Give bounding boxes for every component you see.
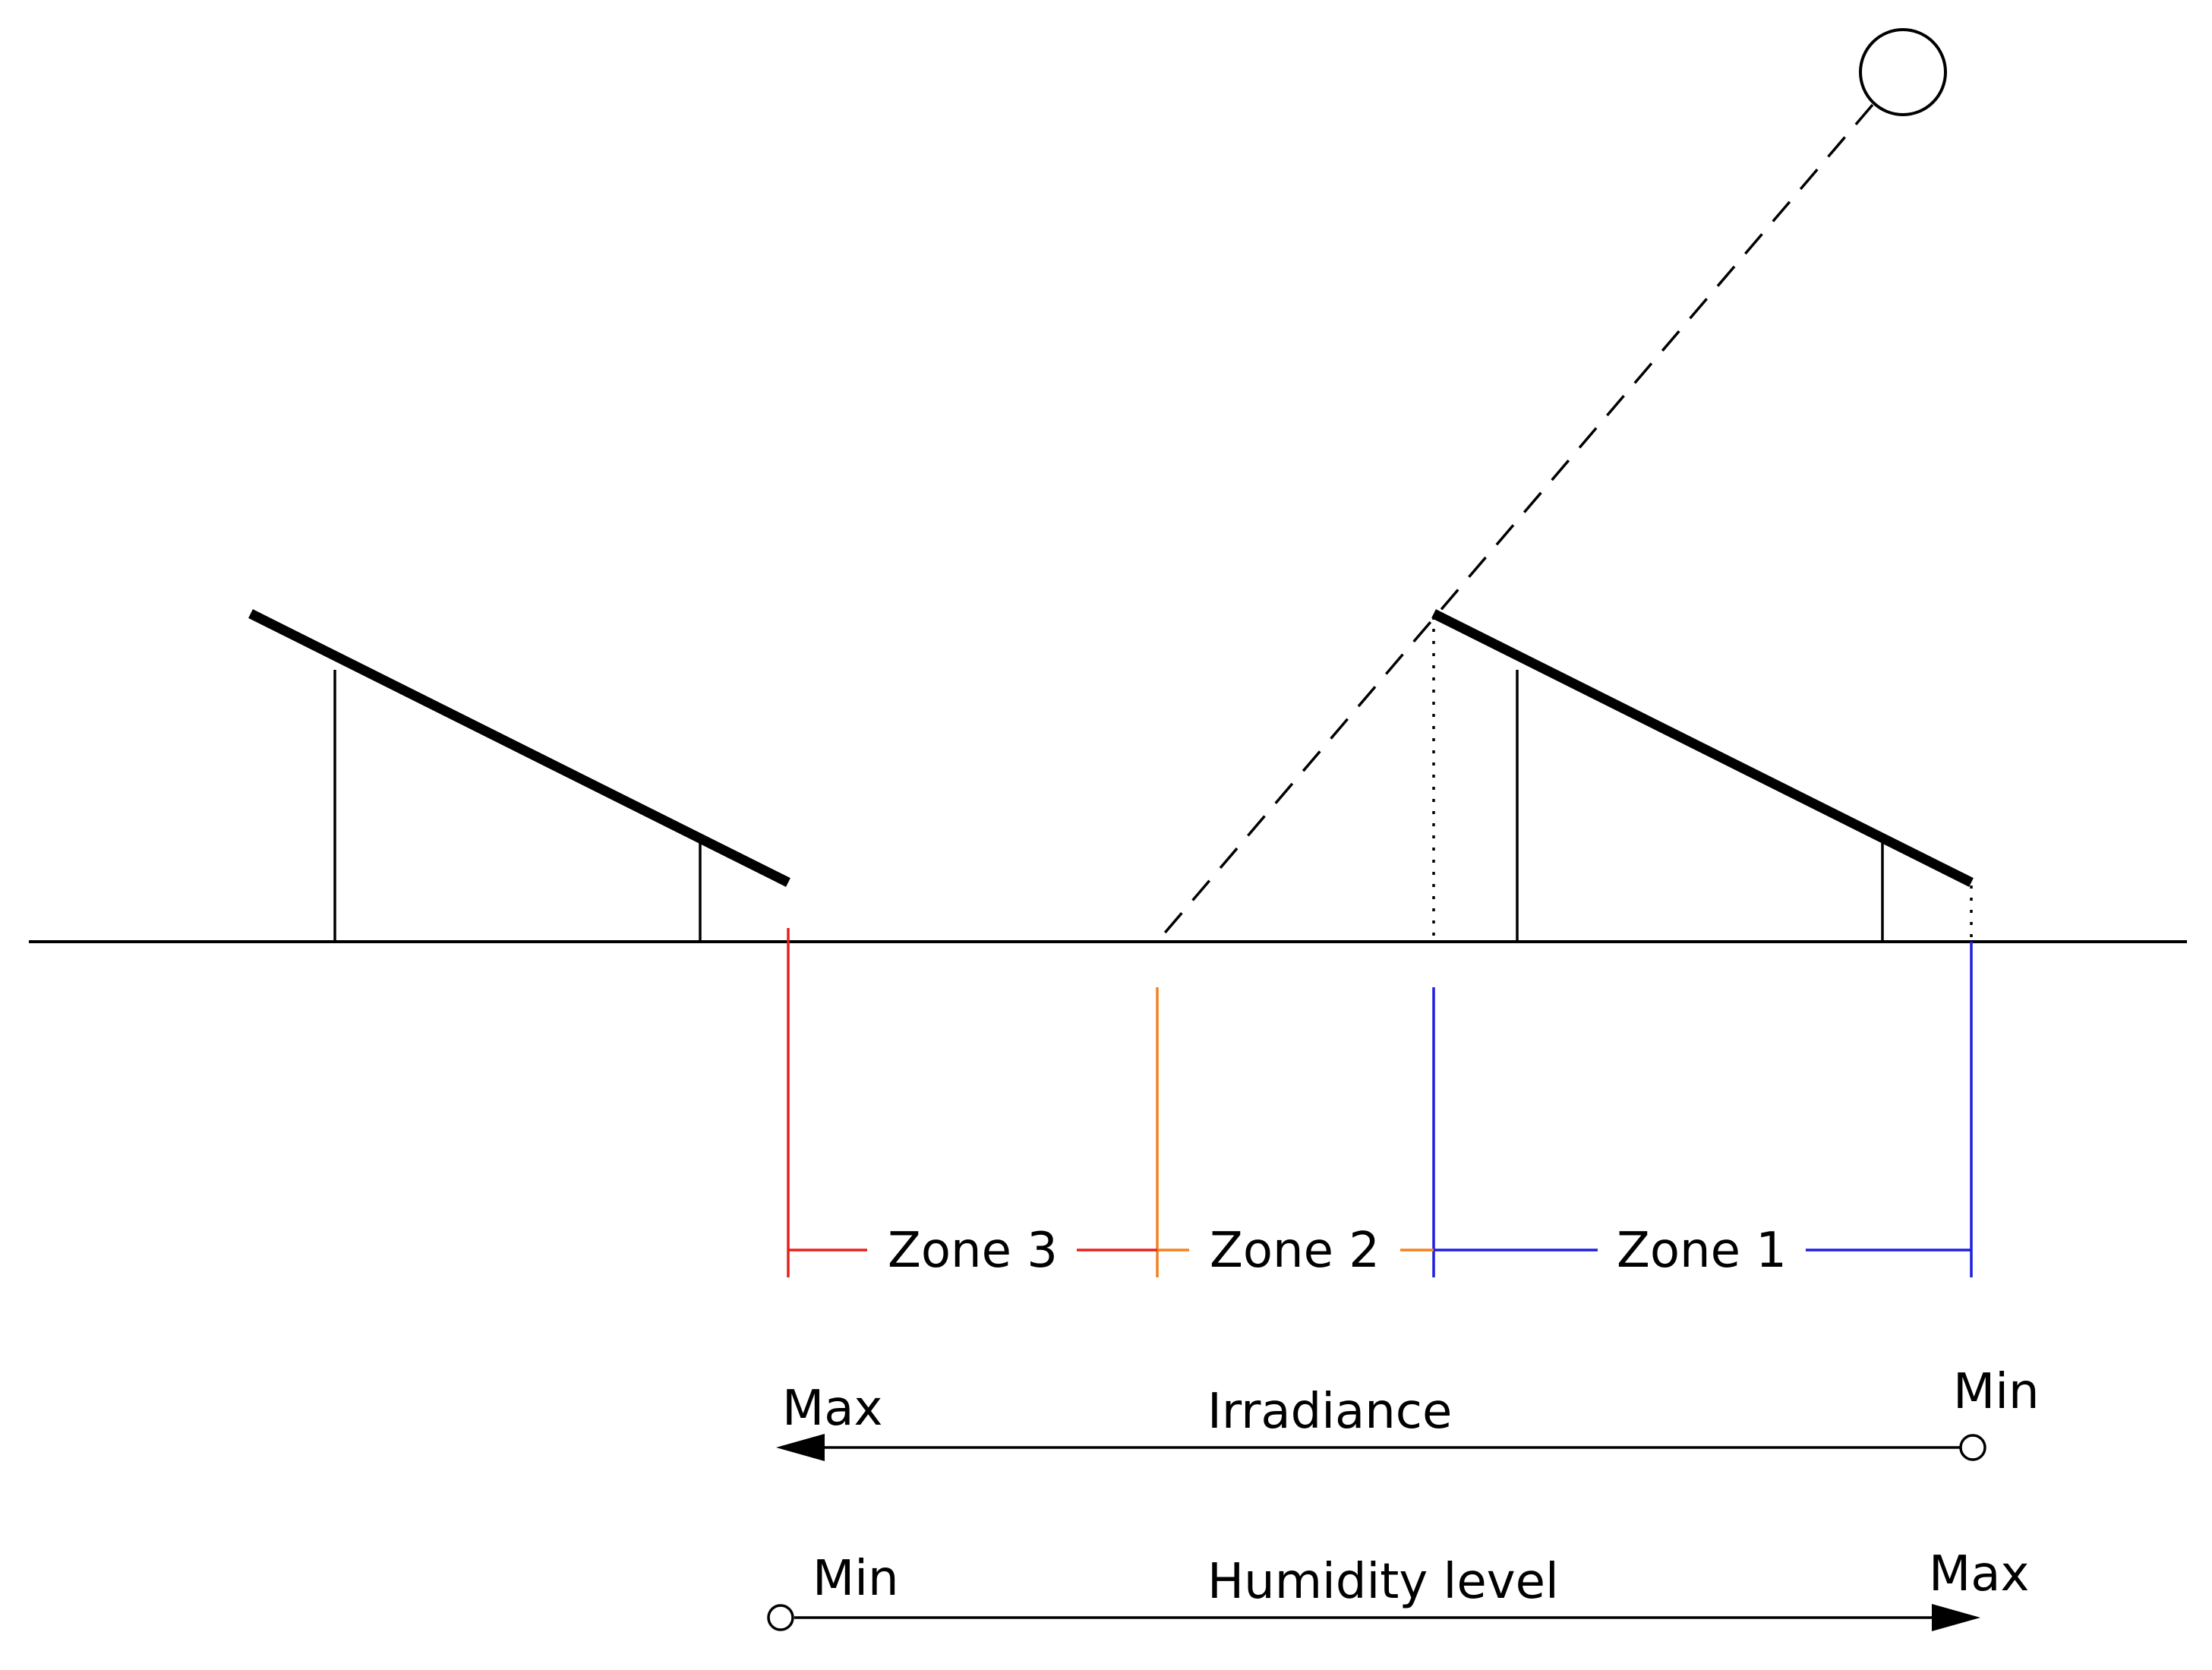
zone-3-label: Zone 3 xyxy=(888,1223,1058,1279)
sun-ray xyxy=(1156,103,1874,943)
zone-1-label: Zone 1 xyxy=(1617,1223,1787,1279)
right-panel xyxy=(1431,609,1974,887)
irradiance-origin-marker xyxy=(1959,1434,1986,1461)
humidity-label: Humidity level xyxy=(1207,1554,1559,1610)
zone-markers: Zone 3 Zone 2 Zone 1 xyxy=(787,928,1973,1279)
left-panel-row xyxy=(248,609,790,942)
sun-icon xyxy=(1859,28,1947,116)
irradiance-arrowhead xyxy=(776,1434,825,1461)
humidity-max-label: Max xyxy=(1929,1546,2029,1602)
irradiance-min-label: Min xyxy=(1953,1364,2040,1420)
humidity-origin-marker xyxy=(767,1604,794,1631)
irradiance-label: Irradiance xyxy=(1207,1384,1452,1440)
humidity-min-label: Min xyxy=(813,1551,899,1607)
left-panel xyxy=(248,609,790,887)
irradiance-max-label: Max xyxy=(782,1381,882,1437)
right-panel-row xyxy=(1431,609,1974,942)
irradiance-scale: Irradiance Max Min xyxy=(776,1364,2040,1461)
zone-2-label: Zone 2 xyxy=(1210,1223,1380,1279)
humidity-scale: Humidity level Min Max xyxy=(767,1546,2029,1631)
humidity-arrowhead xyxy=(1932,1604,1980,1631)
